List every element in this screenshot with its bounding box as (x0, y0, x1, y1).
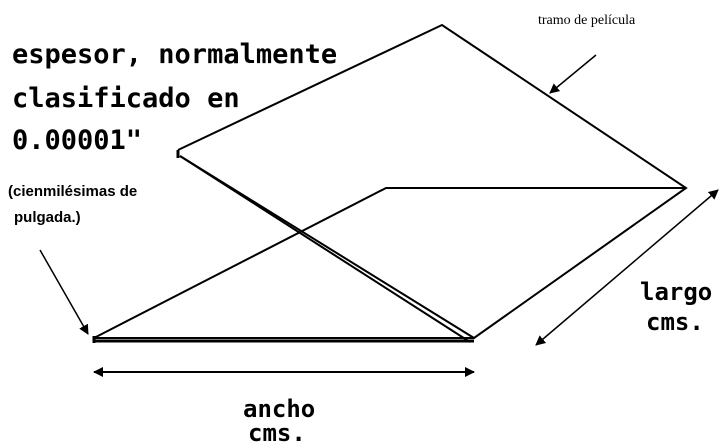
film-segment-label: tramo de película (538, 13, 636, 28)
thickness-label-line1: espesor, normalmente (12, 39, 337, 70)
film-thickness-edge (92, 336, 474, 343)
note-label-line1: (cienmilésimas de (8, 183, 137, 200)
width-label-line2: cms. (248, 419, 306, 442)
top-sheet-outline (177, 23, 688, 340)
thickness-pointer-arrow (39, 249, 89, 335)
length-dimension-arrow (535, 189, 719, 346)
width-label-line1: ancho (243, 395, 315, 423)
thickness-label-line2: clasificado en (12, 83, 240, 114)
note-label-line2: pulgada.) (14, 209, 81, 226)
thickness-label-line3: 0.00001" (12, 125, 142, 156)
top-film-sheet (176, 23, 688, 343)
length-label-line1: largo (640, 278, 712, 306)
length-label-line2: cms. (646, 308, 704, 336)
bottom-film-sheet (93, 187, 686, 339)
bottom-sheet-back-edges (93, 187, 686, 339)
film-segment-pointer-arrow (549, 54, 597, 94)
top-sheet-diagonal-thickness (179, 155, 471, 343)
